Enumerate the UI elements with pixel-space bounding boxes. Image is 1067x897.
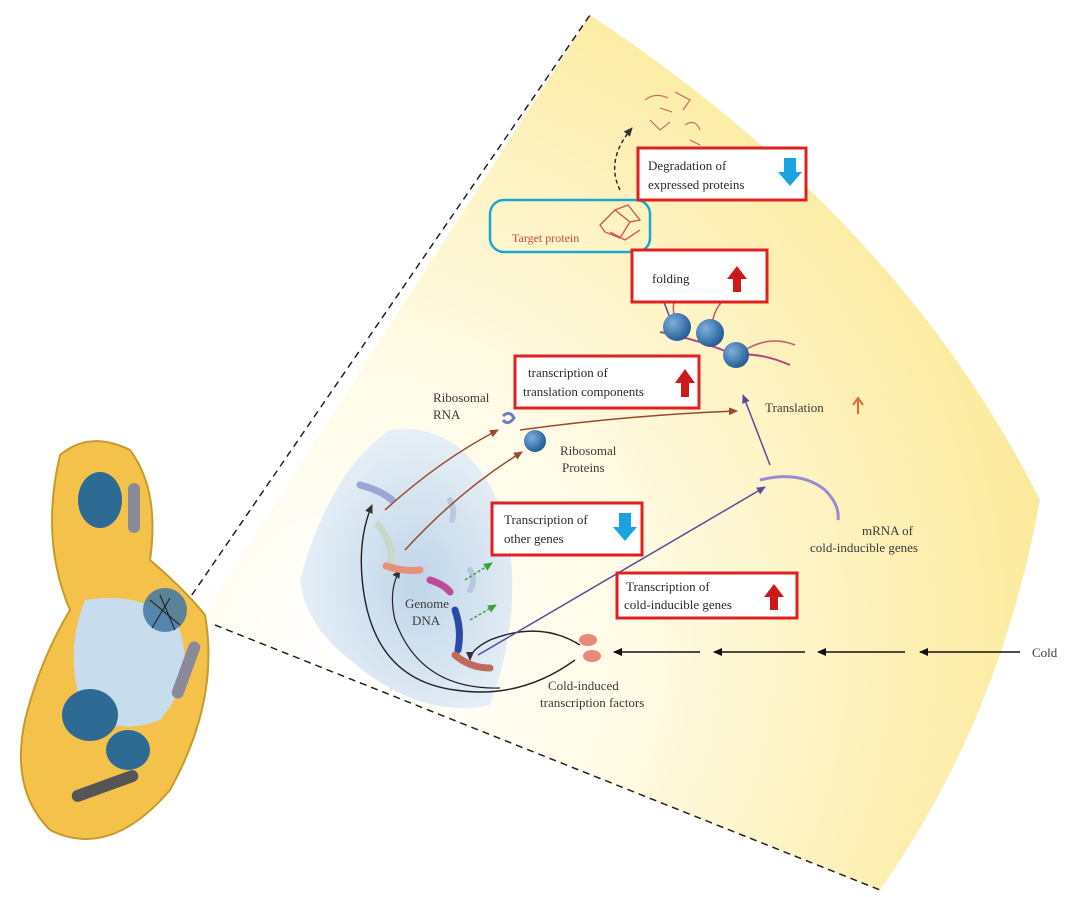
other-genes-line1: Transcription of <box>504 512 588 527</box>
genome-label-line2: DNA <box>412 613 441 628</box>
brown-arrow-translation <box>519 407 738 431</box>
degradation-dashed-arrow <box>613 127 633 191</box>
degradation-line2: expressed proteins <box>648 177 744 192</box>
target-protein-label: Target protein <box>512 231 579 245</box>
mrna-label-line1: mRNA of <box>862 523 914 538</box>
mrna-label-line2: cold-inducible genes <box>810 540 918 555</box>
degradation-line1: Degradation of <box>648 158 727 173</box>
down-arrow-icon <box>778 158 802 186</box>
tf-label-line1: Cold-induced <box>548 678 619 693</box>
yeast-cell <box>19 440 210 840</box>
up-arrow-icon <box>727 266 747 292</box>
brown-arrow-rprot <box>404 451 523 551</box>
tf-to-dna-arrow <box>466 630 581 661</box>
ribosomal-rna-label-line2: RNA <box>433 407 461 422</box>
folding-line1: folding <box>652 271 690 286</box>
down-arrow-icon <box>613 513 637 541</box>
other-genes-box: Transcription of other genes <box>490 501 644 557</box>
ribosomal-rna-label-line1: Ribosomal <box>433 390 490 405</box>
translation-components-line2: translation components <box>523 384 644 399</box>
ribosomal-proteins-label-line2: Proteins <box>562 460 605 475</box>
ribosomal-protein-glyph <box>524 430 546 452</box>
cold-inducible-line1: Transcription of <box>626 579 710 594</box>
ribosomal-proteins-label-line1: Ribosomal <box>560 443 617 458</box>
translation-components-line1: transcription of <box>528 365 608 380</box>
cold-label: Cold <box>1032 645 1058 660</box>
green-arrow-2 <box>469 604 497 621</box>
purple-arrow-mrna <box>477 486 766 656</box>
target-protein-box <box>488 198 652 254</box>
brown-arrow-rrna <box>384 429 499 511</box>
transcription-factors <box>579 634 601 662</box>
up-arrow-icon <box>675 369 695 397</box>
genome-dna <box>356 481 494 672</box>
dna-loop-curve <box>360 504 576 693</box>
purple-arrow-translation <box>742 394 771 466</box>
green-arrow-1 <box>464 562 493 581</box>
genome-label-line1: Genome <box>405 596 449 611</box>
degraded-protein-fragments <box>644 91 701 146</box>
other-genes-line2: other genes <box>504 531 564 546</box>
translation-up-arrow <box>852 396 864 414</box>
cold-inducible-box: Transcription of cold-inducible genes <box>615 571 799 620</box>
mrna-strand <box>759 475 840 521</box>
translation-components-box: transcription of translation components <box>513 354 701 410</box>
up-arrow-icon <box>764 584 784 610</box>
dna-loop-curve-2 <box>391 569 501 689</box>
ribosomal-rna-glyph <box>501 411 516 425</box>
cold-inducible-line2: cold-inducible genes <box>624 597 732 612</box>
translation-label: Translation <box>765 400 824 415</box>
degradation-box: Degradation of expressed proteins <box>636 146 808 202</box>
folding-box: folding <box>630 248 769 304</box>
folded-protein-glyph <box>599 204 642 241</box>
tf-label-line2: transcription factors <box>540 695 644 710</box>
